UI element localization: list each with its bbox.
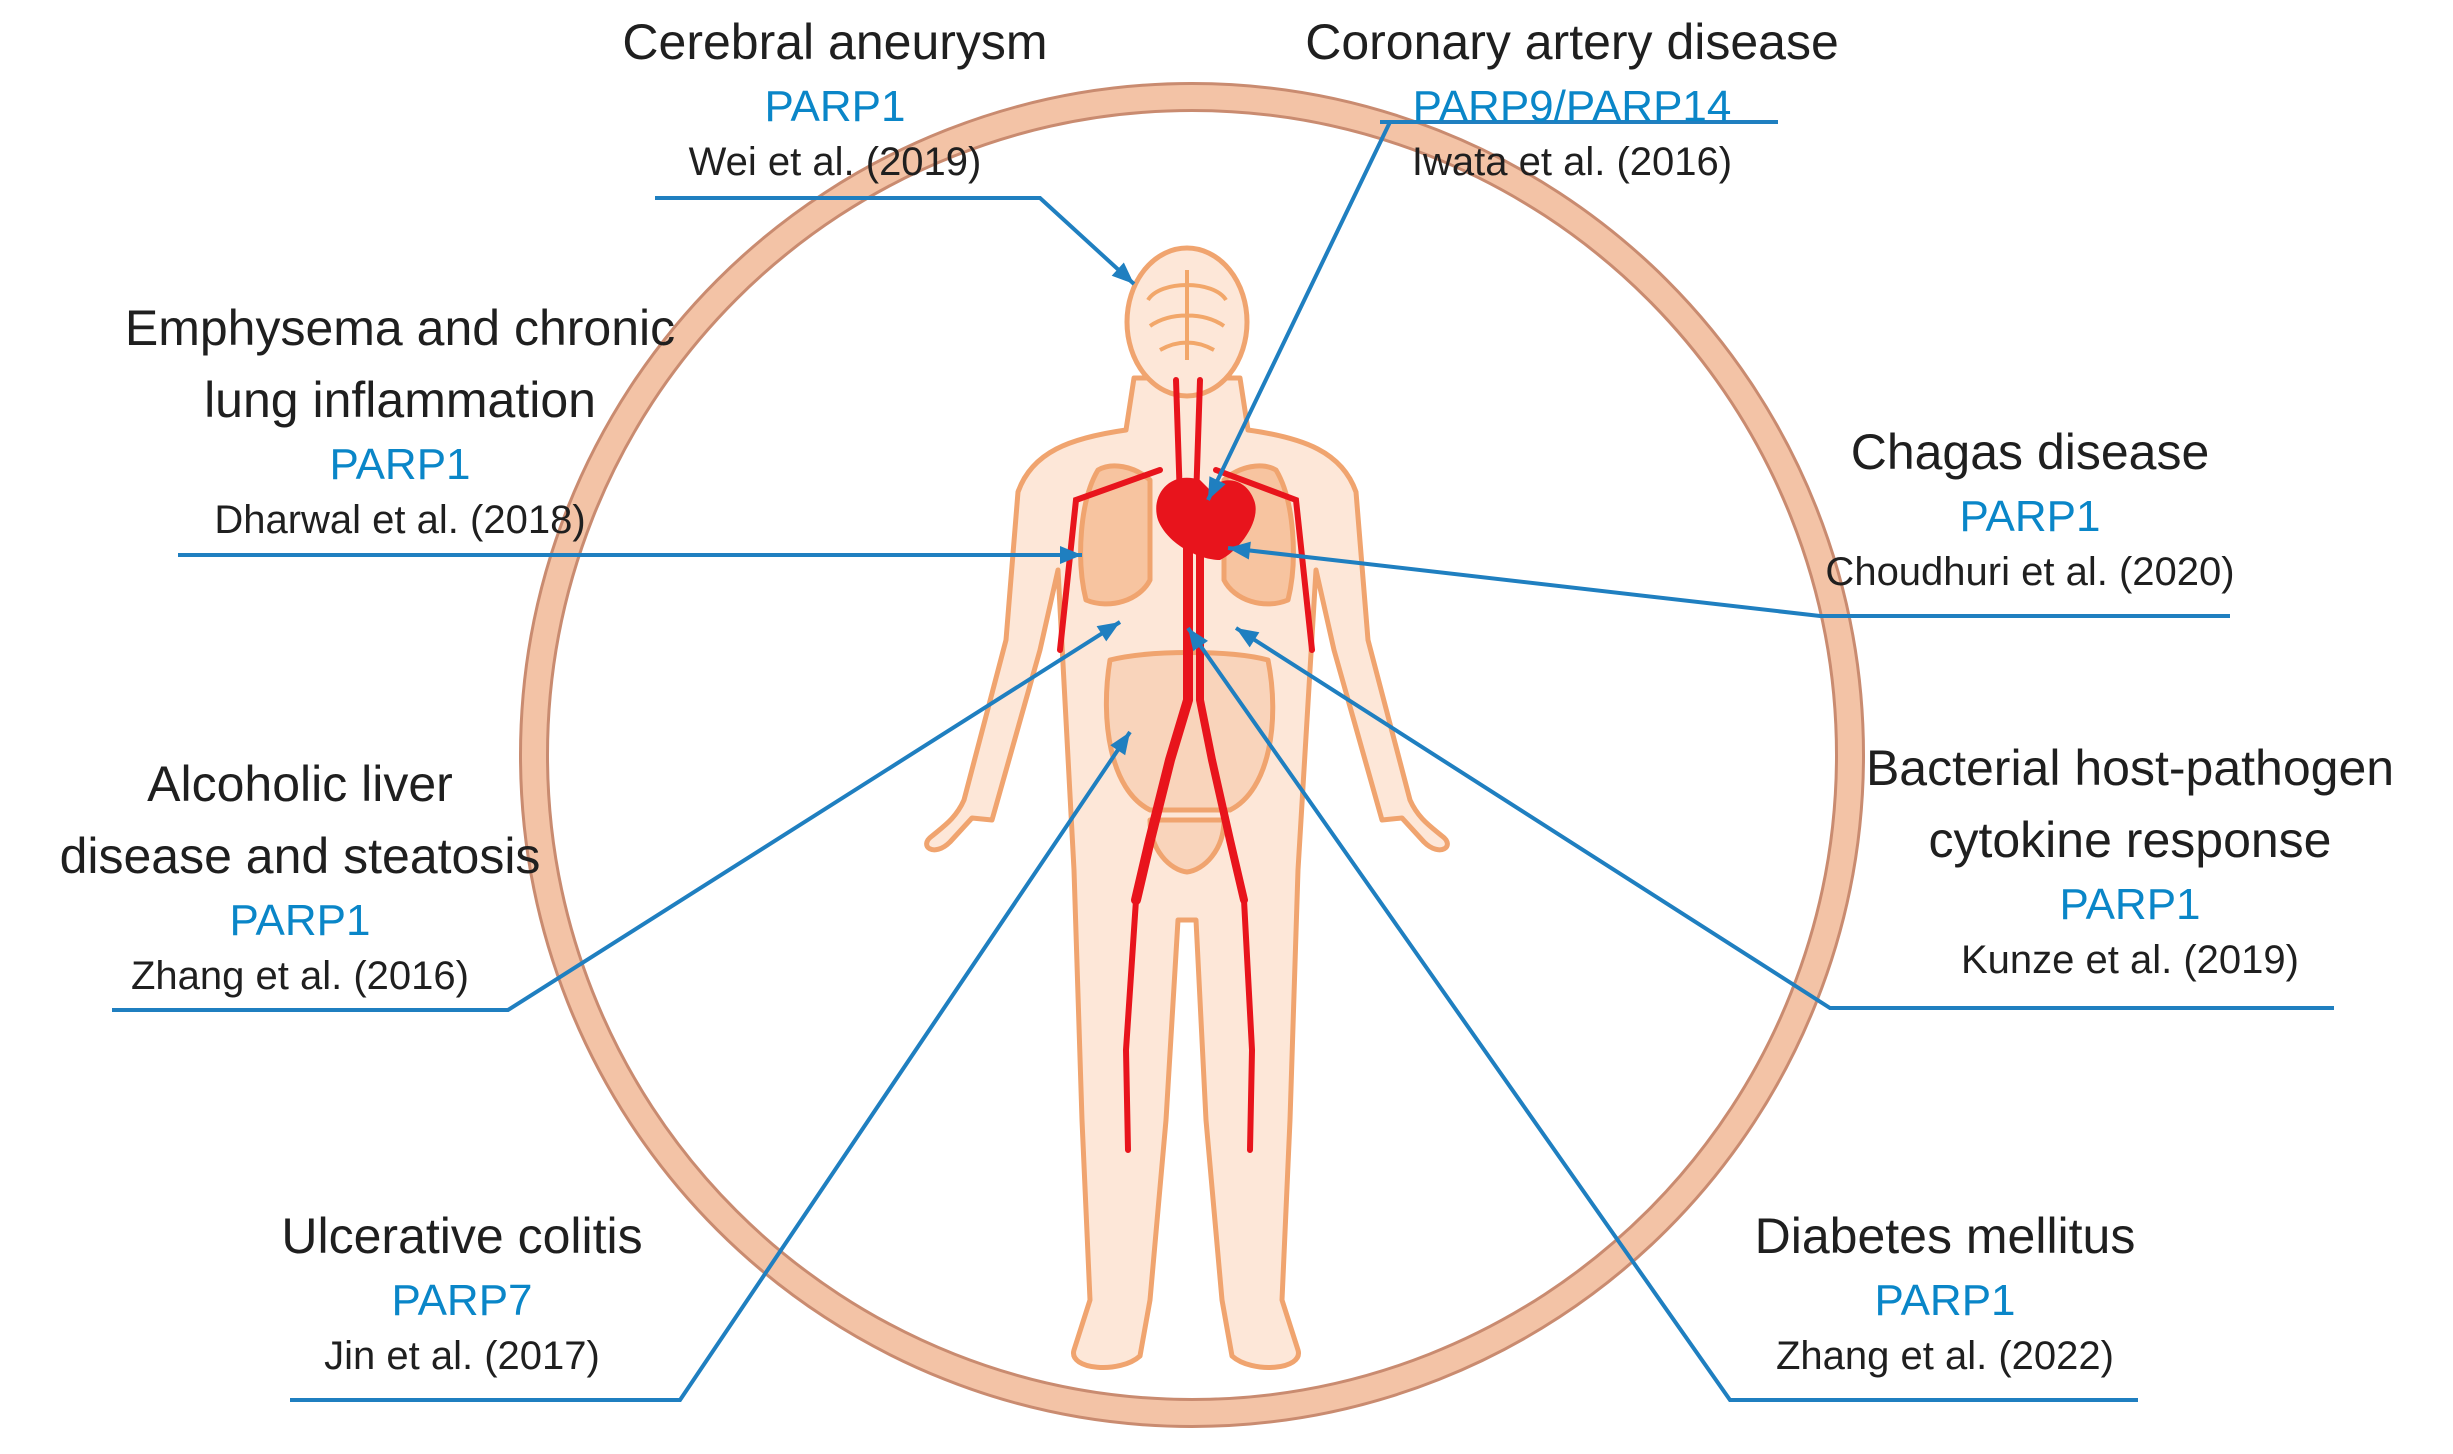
leader-chagas-disease-arrowhead [1228,541,1251,560]
leader-diabetes-mellitus [1186,626,2138,1402]
brain-detail [1146,270,1228,360]
gene-name: PARP1 [2059,880,2201,929]
disease-name-line-2: disease and steatosis [59,828,541,884]
reference: Dharwal et al. (2018) [214,498,586,542]
disease-name: Coronary artery disease [1305,14,1839,70]
outer-ring-fill [522,85,1862,1425]
arm-arteries [1057,467,1315,653]
gene-name: PARP1 [1874,1276,2016,1325]
leader-ulcerative-colitis-arrowhead [1110,732,1130,756]
reference: Jin et al. (2017) [324,1334,600,1378]
leader-cerebral-aneurysm [655,196,1136,286]
leader-bacterial-host-pathogen [1234,626,2334,1010]
leader-lines [112,120,2334,1402]
disease-name-line-2: cytokine response [1928,812,2332,868]
heart [1156,477,1256,560]
reference: Zhang et al. (2022) [1776,1334,2114,1378]
disease-name: Ulcerative colitis [281,1208,643,1264]
leader-bacterial-host-pathogen-arrowhead [1236,628,1260,648]
disease-name-line-2: lung inflammation [204,372,596,428]
leader-alcoholic-liver-disease-arrowhead [1096,622,1120,642]
annotation-ulcerative-colitis: Ulcerative colitis PARP7 Jin et al. (201… [281,1200,642,1382]
disease-name-line-1: Emphysema and chronic [124,300,676,356]
reference: Iwata et al. (2016) [1411,140,1733,184]
leader-emphysema-arrowhead [1060,546,1082,564]
leader-cerebral-aneurysm-arrowhead [1111,262,1134,284]
reference: Kunze et al. (2019) [1961,938,2299,982]
reference: Zhang et al. (2016) [130,954,469,998]
gene-name: PARP7 [391,1276,533,1325]
gene-name: PARP1 [764,82,906,131]
gene-name: PARP1 [1959,492,2101,541]
disease-name: Chagas disease [1850,424,2210,480]
human-figure [924,245,1450,1370]
leg-arteries [1122,897,1256,1153]
annotation-diabetes-mellitus: Diabetes mellitus PARP1 Zhang et al. (20… [1755,1200,2136,1382]
aorta [1131,495,1193,905]
reference: Wei et al. (2019) [688,140,982,184]
disease-name: Cerebral aneurysm [622,14,1048,70]
disease-name: Diabetes mellitus [1754,1208,2136,1264]
annotation-coronary-artery-disease: Coronary artery disease PARP9/PARP14 Iwa… [1305,6,1839,188]
gene-name: PARP9/PARP14 [1412,82,1732,131]
annotation-cerebral-aneurysm: Cerebral aneurysm PARP1 Wei et al. (2019… [622,6,1047,188]
vascular-system [1057,377,1315,1153]
leader-coronary-artery-disease [1206,120,1778,501]
annotation-bacterial-host-pathogen: Bacterial host-pathogen cytokine respons… [1866,732,2394,986]
annotation-alcoholic-liver-disease: Alcoholic liver disease and steatosis PA… [60,748,541,1002]
reference: Choudhuri et al. (2020) [1825,550,2235,594]
pelvis [1147,817,1227,875]
gene-name: PARP1 [329,440,471,489]
leader-chagas-disease [1227,546,2230,618]
disease-name-line-1: Alcoholic liver [147,756,453,812]
leader-ulcerative-colitis [290,730,1132,1402]
gene-name: PARP1 [229,896,371,945]
disease-name-line-1: Bacterial host-pathogen [1865,740,2395,796]
annotation-chagas-disease: Chagas disease PARP1 Choudhuri et al. (2… [1825,416,2234,598]
leader-coronary-artery-disease-arrowhead [1208,476,1226,500]
leader-alcoholic-liver-disease [112,620,1122,1012]
leader-diabetes-mellitus-arrowhead [1188,628,1209,652]
annotation-emphysema: Emphysema and chronic lung inflammation … [125,292,675,546]
vena-cava [1196,496,1248,904]
